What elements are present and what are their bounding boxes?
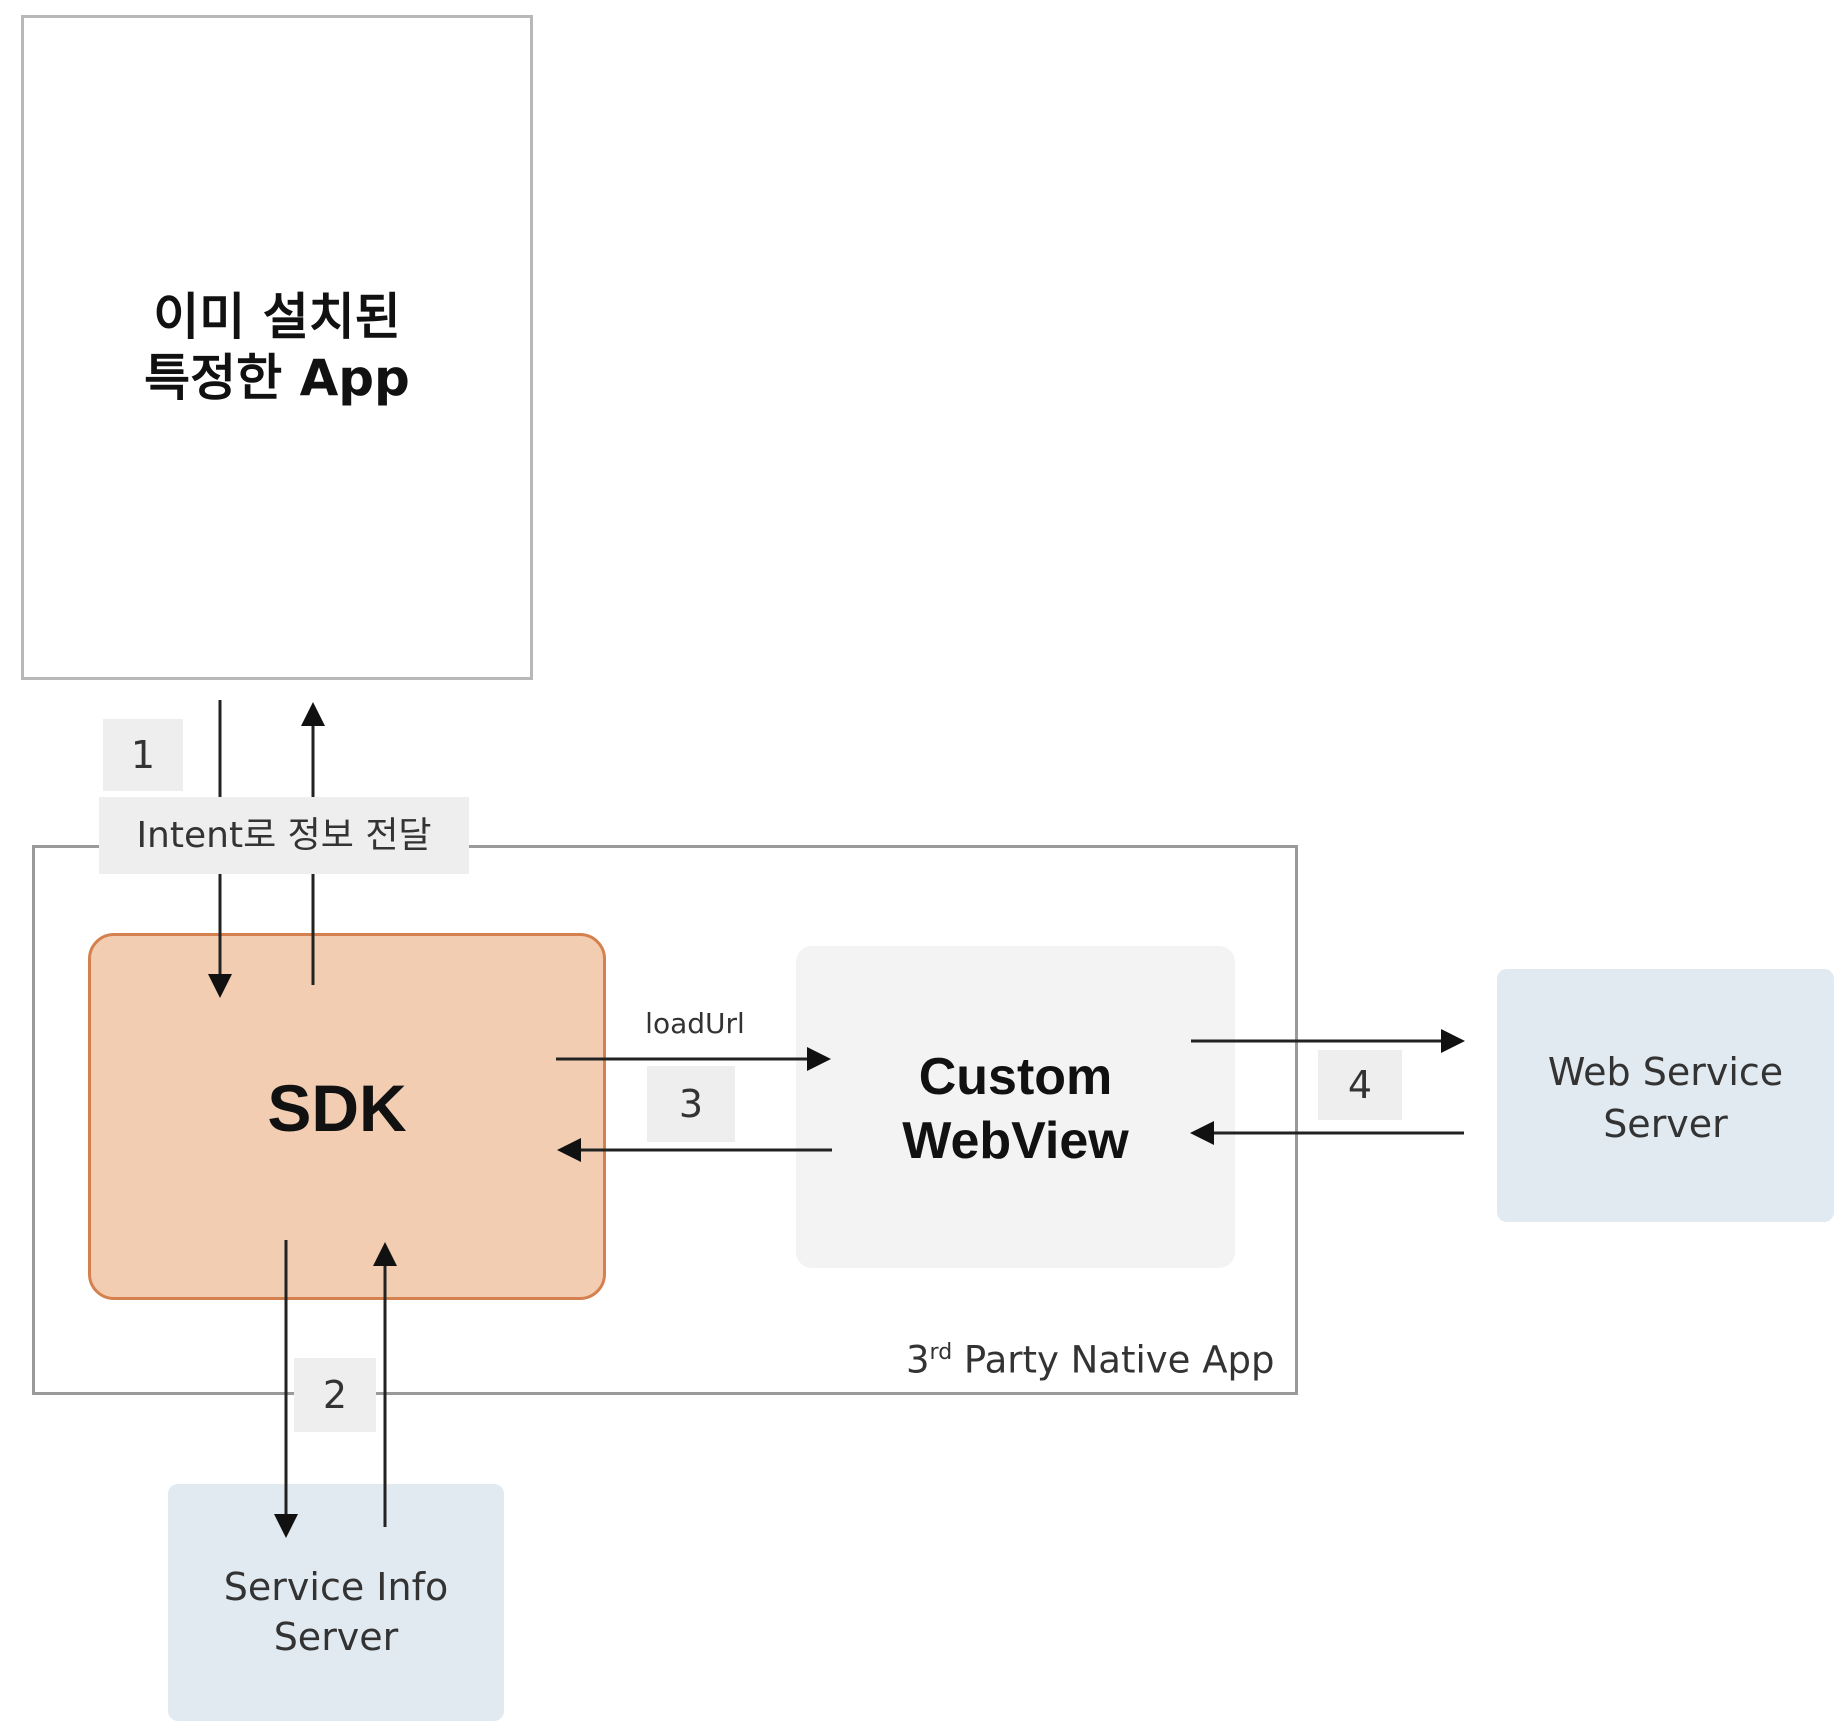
native-app-caption: 3rd Party Native App (906, 1328, 1274, 1385)
step-2-number: 2 (294, 1358, 376, 1432)
installed-app-label-line2: 특정한 App (144, 349, 410, 407)
sdk-box (88, 933, 606, 1300)
web-service-server-label-line1: Web Service (1547, 1050, 1784, 1094)
step-4-number: 4 (1318, 1050, 1402, 1120)
step-1-label: Intent로 정보 전달 (99, 797, 469, 874)
step-3-label: loadUrl (645, 1007, 745, 1040)
step-1-number: 1 (103, 719, 183, 791)
service-info-server-label-line2: Server (273, 1615, 399, 1659)
web-service-server-box (1497, 969, 1834, 1222)
custom-webview-label-line2: WebView (902, 1112, 1129, 1170)
installed-app-label-line1: 이미 설치된 (153, 288, 401, 346)
service-info-server-box (168, 1484, 504, 1721)
installed-app-box (21, 15, 533, 680)
custom-webview-box (796, 946, 1235, 1268)
native-app-caption-base: 3 (906, 1338, 930, 1382)
step-3-number: 3 (647, 1066, 735, 1142)
service-info-server-label-line1: Service Info (223, 1565, 449, 1609)
sdk-label: SDK (267, 1071, 407, 1145)
web-service-server-label-line2: Server (1603, 1102, 1728, 1146)
native-app-caption-sup: rd (929, 1340, 953, 1365)
native-app-caption-rest: Party Native App (952, 1338, 1275, 1382)
custom-webview-label-line1: Custom (918, 1048, 1113, 1106)
